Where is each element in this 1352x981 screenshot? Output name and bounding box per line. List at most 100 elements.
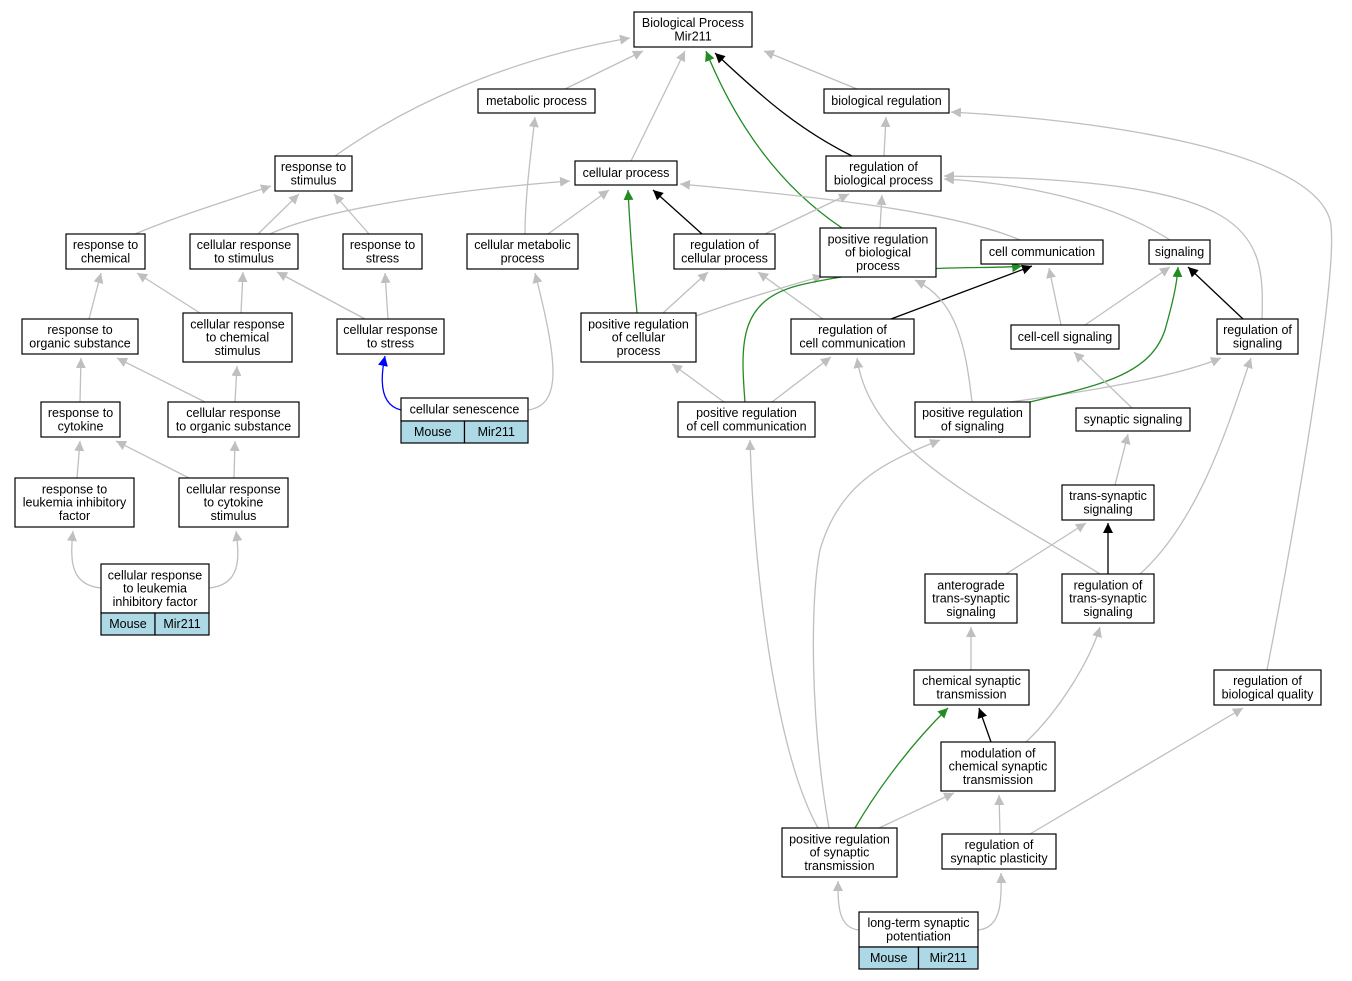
- node-box: [477, 88, 596, 114]
- node-label-line: signaling: [1083, 605, 1132, 619]
- node-box: [1148, 239, 1211, 265]
- edge-regsp-to-regbq: [1029, 707, 1244, 835]
- edge-cmet-to-met: [524, 116, 539, 235]
- node-label-line: of cell communication: [686, 419, 806, 433]
- node-label-line: metabolic process: [486, 94, 587, 108]
- edge-poscc-to-cellcom: [742, 262, 1023, 403]
- node-label-line: response to: [48, 406, 113, 420]
- edge-rcyt-to-rorg: [75, 357, 86, 403]
- node-box: [40, 401, 121, 438]
- node-label-line: regulation of: [849, 160, 918, 174]
- node-label-line: to cytokine: [204, 496, 264, 510]
- node-box: [819, 227, 937, 278]
- edge-posst-to-chem: [854, 707, 949, 829]
- edge-posbp-to-regbp: [876, 194, 887, 229]
- node-label-line: inhibitory factor: [113, 595, 198, 609]
- edges: [66, 34, 1333, 931]
- edge-cellcom-to-cellp: [679, 179, 1021, 241]
- edge-rlif-to-rcyt: [74, 440, 85, 479]
- node-label-line: cellular response: [197, 238, 292, 252]
- node-box: [914, 401, 1031, 438]
- node-sig[interactable]: signaling: [1148, 239, 1211, 265]
- edge-crlif-to-crcyt: [208, 530, 243, 589]
- edge-modchem-to-chem: [977, 707, 992, 743]
- edge-rstim-to-bp: [334, 34, 631, 157]
- edge-regcc-to-cellcom: [890, 264, 1033, 320]
- node-box: [790, 318, 915, 355]
- node-label-line: positive regulation: [828, 233, 929, 247]
- edge-rorg-to-rchem: [88, 272, 104, 320]
- node-bioreg[interactable]: biological regulation: [823, 88, 950, 114]
- edge-modchem-to-regtss: [1025, 626, 1102, 743]
- node-box: [100, 563, 210, 614]
- node-box: [941, 833, 1057, 870]
- edge-regcc-to-regcp: [757, 271, 824, 320]
- edge-regtss-to-regsig: [1139, 357, 1253, 575]
- node-label-line: stimulus: [211, 509, 257, 523]
- edge-regcp-to-regbp: [764, 193, 850, 235]
- node-box: [825, 155, 942, 192]
- edge-crlif-to-rlif: [66, 530, 102, 589]
- node-label-line: regulation of: [965, 838, 1034, 852]
- edge-rchem-to-rstim: [134, 184, 272, 235]
- node-ccsig[interactable]: cell-cell signaling: [1010, 324, 1120, 350]
- edge-crorg-to-rorg: [116, 357, 206, 403]
- node-box: [274, 155, 353, 192]
- node-box: [673, 233, 776, 270]
- edge-ccsig-to-sig: [1084, 266, 1171, 326]
- node-label-line: cell communication: [989, 245, 1095, 259]
- node-box: [633, 11, 753, 48]
- node-met[interactable]: metabolic process: [477, 88, 596, 114]
- node-label-line: modulation of: [960, 747, 1036, 761]
- node-synsig[interactable]: synaptic signaling: [1075, 407, 1191, 432]
- node-label-line: signaling: [1155, 245, 1204, 259]
- node-cellp[interactable]: cellular process: [574, 160, 678, 186]
- edge-crstim-to-cellp: [269, 176, 571, 235]
- edge-antero-to-tss: [1005, 522, 1087, 575]
- node-label-line: biological quality: [1222, 687, 1314, 701]
- node-label-line: of synaptic: [810, 846, 870, 860]
- edge-poscc-to-regcc: [771, 356, 832, 403]
- node-cellcom[interactable]: cell communication: [980, 239, 1104, 265]
- node-box: [189, 233, 299, 270]
- node-label-line: transmission: [963, 773, 1033, 787]
- edge-crstim-to-rstim: [257, 193, 300, 235]
- node-label-line: synaptic plasticity: [950, 851, 1048, 865]
- edge-regbp-to-bp: [714, 52, 853, 157]
- node-label-line: of cellular: [612, 331, 666, 345]
